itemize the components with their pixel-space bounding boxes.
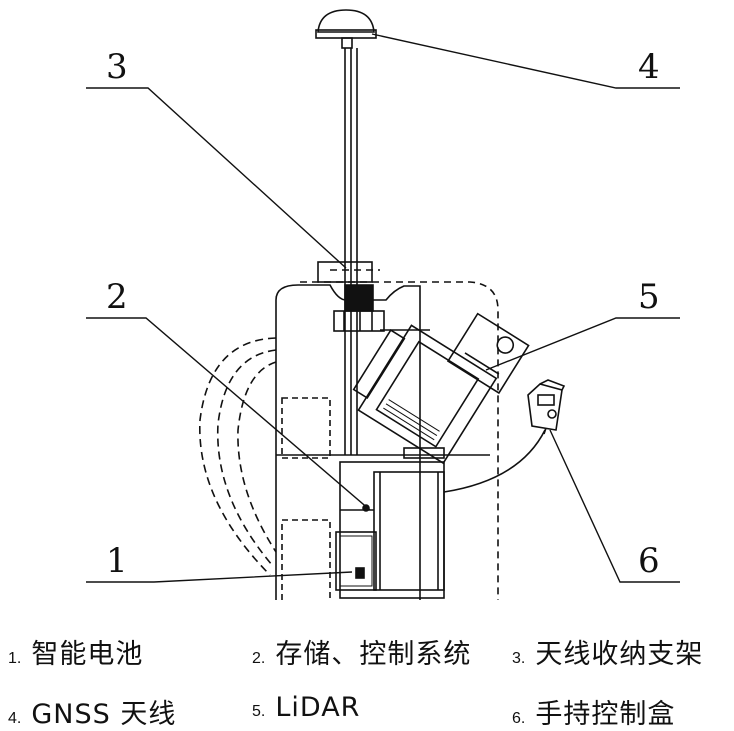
- legend-item-lidar: 5. LiDAR: [252, 692, 360, 723]
- legend-label: 智能电池: [31, 639, 144, 670]
- legend-number: 4.: [8, 710, 22, 727]
- callout-3: 3: [106, 47, 128, 87]
- gnss-antenna: [315, 9, 377, 49]
- legend-item-storage-control: 2. 存储、控制系统: [252, 632, 471, 671]
- legend-item-handheld-controller: 6. 手持控制盒: [512, 692, 675, 731]
- callout-4: 4: [638, 47, 660, 87]
- callout-2: 2: [106, 277, 128, 317]
- legend-label: 天线收纳支架: [535, 639, 704, 670]
- legend-number: 5.: [252, 703, 266, 720]
- controller-cable: [443, 429, 546, 493]
- lidar-unit: [352, 312, 530, 465]
- backpack-frame: [275, 261, 499, 600]
- antenna-mast: [344, 48, 358, 455]
- callout-6: 6: [638, 541, 660, 581]
- callout-1: 1: [106, 541, 128, 581]
- leader-lines: [86, 33, 680, 583]
- control-box: [339, 461, 445, 599]
- legend-item-antenna-bracket: 3. 天线收纳支架: [512, 632, 703, 671]
- antenna-bracket: [333, 284, 385, 332]
- legend-item-battery: 1. 智能电池: [8, 632, 143, 671]
- legend-number: 6.: [512, 710, 526, 727]
- legend: 1. 智能电池 2. 存储、控制系统 3. 天线收纳支架 4. GNSS 天线 …: [0, 600, 734, 731]
- legend-number: 1.: [8, 650, 22, 667]
- legend-item-gnss-antenna: 4. GNSS 天线: [8, 692, 176, 731]
- smart-battery: [335, 531, 377, 591]
- legend-label: LiDAR: [275, 692, 361, 723]
- shoulder-strap: [199, 337, 277, 576]
- legend-label: GNSS 天线: [31, 699, 177, 730]
- legend-label: 存储、控制系统: [275, 639, 472, 670]
- legend-number: 3.: [512, 650, 526, 667]
- handheld-controller: [527, 379, 566, 435]
- legend-number: 2.: [252, 650, 266, 667]
- equipment-drawing: 3 4 2 5 1 6: [86, 9, 680, 600]
- legend-label: 手持控制盒: [535, 699, 676, 730]
- callout-5: 5: [638, 277, 660, 317]
